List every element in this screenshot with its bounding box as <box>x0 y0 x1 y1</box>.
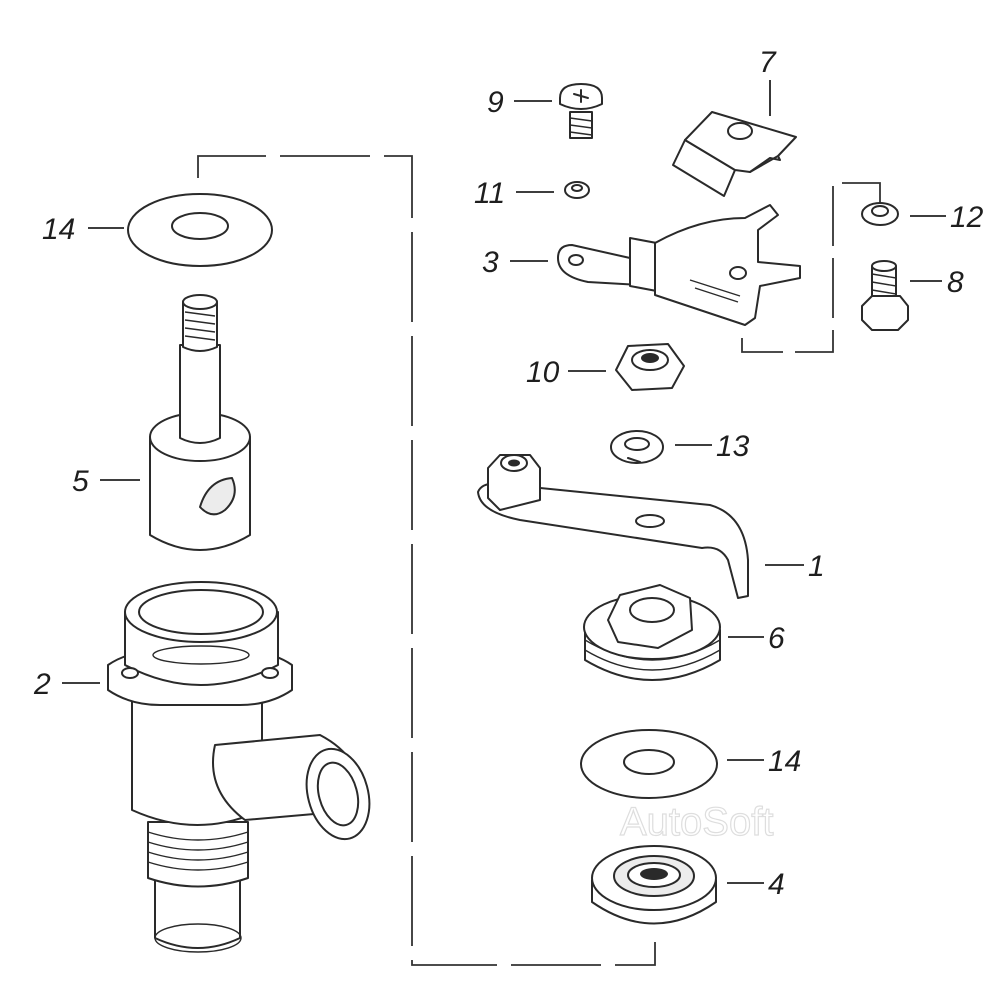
threaded-plug-part <box>583 584 721 681</box>
small-washer-part <box>564 181 590 199</box>
clip-part <box>672 111 797 197</box>
callout-6: 6 <box>768 622 785 655</box>
valve-body-part <box>107 581 371 953</box>
callout-8: 8 <box>947 266 964 299</box>
callout-11: 11 <box>474 177 505 210</box>
callout-1: 1 <box>808 550 825 583</box>
washer-top-part <box>127 193 273 267</box>
lever-part <box>477 454 749 599</box>
callout-9: 9 <box>487 86 504 119</box>
washer-bottom-part <box>580 729 718 799</box>
callout-14-bottom: 14 <box>768 745 801 778</box>
lock-washer-part <box>861 202 899 226</box>
split-washer-part <box>610 430 664 464</box>
callout-leaders <box>62 80 946 884</box>
screw-part <box>559 83 603 139</box>
assembly-bracket-main <box>197 155 656 966</box>
assembly-bracket-bolt <box>741 182 881 353</box>
callout-2: 2 <box>33 668 51 701</box>
callout-13: 13 <box>716 430 750 463</box>
bolt-part <box>861 260 909 331</box>
callout-3: 3 <box>482 246 499 279</box>
hex-nut-part <box>615 343 685 391</box>
valve-plug-part <box>149 294 251 551</box>
callout-10: 10 <box>526 356 560 389</box>
seal-part <box>591 845 717 925</box>
callout-5: 5 <box>72 465 89 498</box>
bracket-part <box>557 204 801 326</box>
callout-7: 7 <box>759 46 777 79</box>
callout-14-top: 14 <box>42 213 75 246</box>
callout-4: 4 <box>768 868 785 901</box>
watermark: AutoSoft <box>620 800 773 844</box>
callout-12: 12 <box>950 201 984 234</box>
